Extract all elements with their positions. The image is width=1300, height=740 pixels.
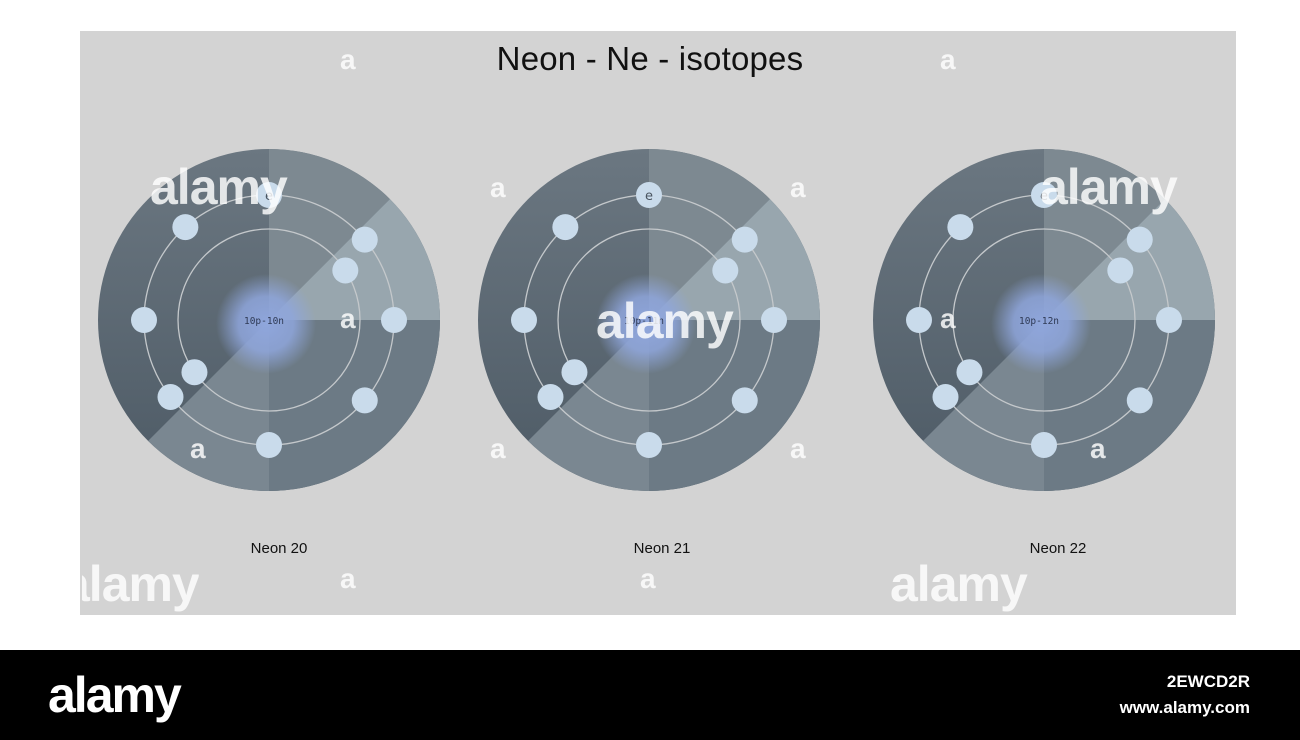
electron	[351, 226, 378, 253]
watermark-letter: a	[490, 172, 506, 203]
atom-diagram: 10p-10n e	[98, 149, 440, 491]
electron-shell	[952, 228, 1136, 412]
electron	[561, 359, 588, 386]
nucleus	[596, 274, 696, 374]
watermark-letter: a	[340, 303, 356, 334]
electron-label: e	[1040, 189, 1048, 204]
electron-shell	[177, 228, 361, 412]
disc-segment	[649, 149, 770, 320]
electron	[256, 432, 282, 458]
watermark-letter: a	[640, 563, 656, 594]
nucleus-label: 10p-12n	[1019, 316, 1059, 327]
watermark-letter: a	[1090, 433, 1106, 464]
electron	[351, 387, 378, 414]
electron	[181, 359, 208, 386]
watermark-letter: a	[790, 433, 806, 464]
electron	[761, 307, 787, 333]
electron-label: e	[265, 189, 273, 204]
nucleus-label: 10p-11n	[624, 316, 664, 327]
nucleus	[991, 274, 1091, 374]
atom-diagram: 10p-11n e	[478, 149, 820, 491]
electron	[1126, 226, 1153, 253]
caption-neon-20: Neon 20	[250, 540, 308, 557]
electron	[157, 383, 184, 410]
electron	[1156, 307, 1182, 333]
caption-neon-21: Neon 21	[633, 540, 691, 557]
caption-neon-22: Neon 22	[1029, 540, 1087, 557]
disc-segment	[649, 199, 820, 320]
atom-neon-21: 10p-11n e	[478, 149, 820, 491]
watermark-logo: alamy	[596, 293, 734, 349]
electron	[636, 432, 662, 458]
watermark-letter: a	[340, 44, 356, 75]
watermark-logo: alamy	[1040, 159, 1178, 215]
disc-segment	[1044, 199, 1215, 320]
electron	[552, 214, 579, 241]
electron	[712, 257, 739, 284]
electron	[1031, 432, 1057, 458]
watermark-letter: a	[940, 44, 956, 75]
electron	[947, 214, 974, 241]
site-url: www.alamy.com	[1119, 698, 1250, 717]
electron	[131, 307, 157, 333]
electron	[332, 257, 359, 284]
electron-label: e	[645, 189, 653, 204]
electron	[906, 307, 932, 333]
atom-neon-20: 10p-10n e	[98, 149, 440, 491]
electron	[256, 182, 282, 208]
electron	[731, 387, 758, 414]
electron	[381, 307, 407, 333]
electron-shell	[557, 228, 741, 412]
stock-footer-bar: alamy 2EWCD2R www.alamy.com	[0, 650, 1300, 740]
electron	[956, 359, 983, 386]
nucleus-label: 10p-10n	[244, 316, 284, 327]
electron	[636, 182, 662, 208]
diagram-title: Neon - Ne - isotopes	[496, 40, 804, 77]
electron	[537, 383, 564, 410]
watermark-logo: alamy	[890, 556, 1028, 612]
watermark-letter: a	[340, 563, 356, 594]
electron	[511, 307, 537, 333]
disc-segment	[269, 199, 440, 320]
electron	[731, 226, 758, 253]
electron	[172, 214, 199, 241]
watermark-letter: a	[940, 303, 956, 334]
atom-neon-22: 10p-12n e	[873, 149, 1215, 491]
watermark-letter: a	[190, 433, 206, 464]
electron	[1126, 387, 1153, 414]
nucleus	[216, 274, 316, 374]
disc-segment	[1044, 149, 1165, 320]
image-id: 2EWCD2R	[1166, 672, 1250, 691]
electron	[1031, 182, 1057, 208]
electron	[1107, 257, 1134, 284]
electron	[932, 383, 959, 410]
alamy-logo: alamy	[48, 667, 182, 723]
watermark-logo: alamy	[150, 159, 288, 215]
watermark-letter: a	[790, 172, 806, 203]
disc-segment	[269, 149, 390, 320]
watermark-logo: alamy	[62, 556, 199, 612]
watermark-letter: a	[490, 433, 506, 464]
atom-diagram: 10p-12n e	[873, 149, 1215, 491]
